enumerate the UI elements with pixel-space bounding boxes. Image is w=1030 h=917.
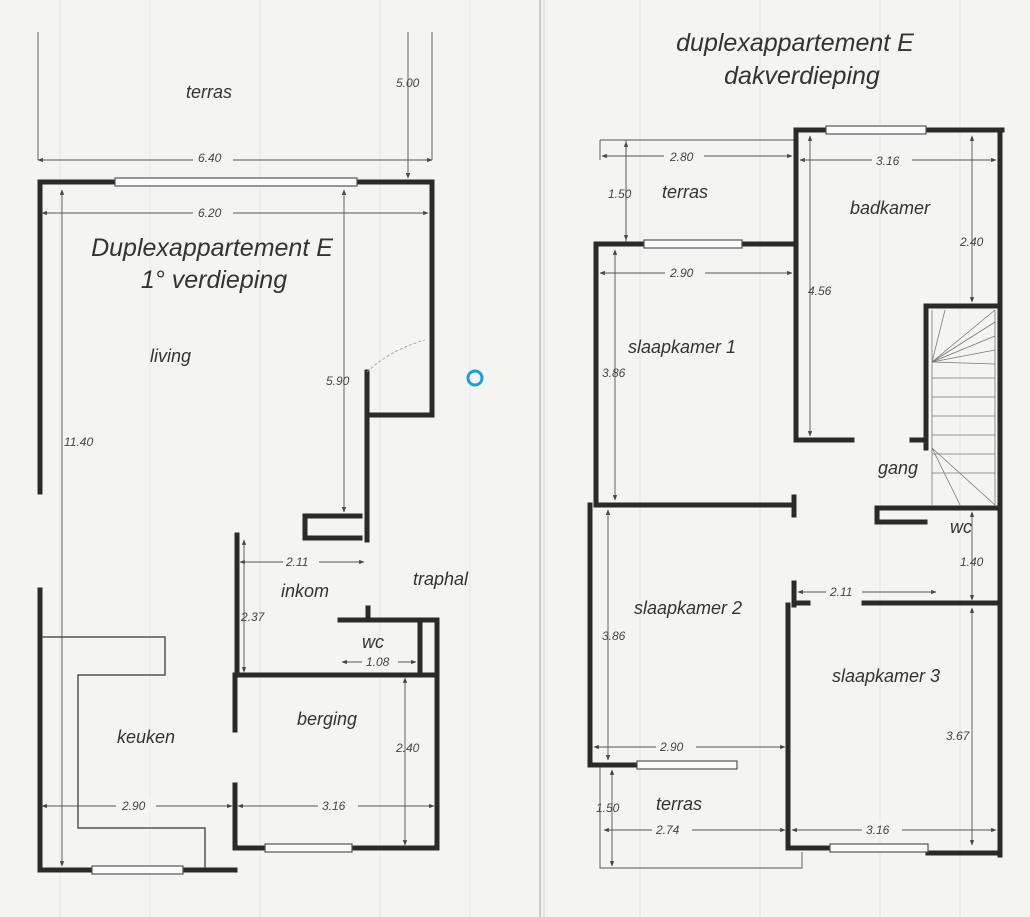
right-title-line1: duplexappartement E bbox=[676, 29, 914, 57]
dim-terras-top-depth: 1.50 bbox=[608, 187, 632, 201]
left-dimension-lines bbox=[37, 157, 435, 867]
dim-gang-width: 2.11 bbox=[829, 585, 852, 599]
dim-slaapkamer3-depth: 3.67 bbox=[946, 729, 971, 743]
kitchen-counter bbox=[42, 636, 206, 868]
room-living: living bbox=[150, 346, 191, 366]
room-berging: berging bbox=[297, 709, 357, 729]
room-slaapkamer2: slaapkamer 2 bbox=[634, 598, 742, 618]
window-badkamer bbox=[825, 125, 927, 135]
dim-keuken-width: 2.90 bbox=[121, 799, 146, 813]
room-gang: gang bbox=[878, 458, 918, 478]
room-terras-top: terras bbox=[662, 182, 708, 202]
left-walls bbox=[37, 179, 440, 873]
dim-wc-width: 1.08 bbox=[366, 655, 390, 669]
dim-terras-bottom-depth: 1.50 bbox=[596, 801, 620, 815]
window-berging bbox=[264, 843, 353, 853]
ring-marker-icon[interactable] bbox=[466, 369, 484, 387]
room-wc-right: wc bbox=[950, 517, 972, 537]
dim-inkom-width: 2.11 bbox=[285, 555, 308, 569]
room-badkamer: badkamer bbox=[850, 198, 931, 218]
dim-inkom-depth: 2.37 bbox=[240, 610, 266, 624]
right-walls bbox=[587, 127, 1005, 858]
room-wc: wc bbox=[362, 632, 384, 652]
dim-total-depth: 11.40 bbox=[64, 435, 93, 449]
window-keuken bbox=[91, 865, 184, 875]
right-title-line2: dakverdieping bbox=[724, 62, 880, 90]
window-slaapkamer1 bbox=[643, 239, 743, 249]
dim-berging-depth: 2.40 bbox=[395, 741, 420, 755]
staircase bbox=[931, 309, 996, 506]
paper-grain bbox=[59, 0, 961, 917]
left-floor-plan: terras Duplexappartement E 1° verdieping… bbox=[37, 32, 469, 875]
dim-stair-depth: 5.90 bbox=[326, 374, 350, 388]
room-keuken: keuken bbox=[117, 727, 175, 747]
dim-badkamer-full-depth: 4.56 bbox=[808, 284, 832, 298]
dim-living-width: 6.20 bbox=[198, 206, 222, 220]
window-living-top bbox=[114, 177, 358, 187]
dim-terras-depth: 5.00 bbox=[396, 76, 420, 90]
dim-slaapkamer3-width: 3.16 bbox=[866, 823, 890, 837]
room-slaapkamer3: slaapkamer 3 bbox=[832, 666, 940, 686]
dim-terras-top-width: 2.80 bbox=[669, 150, 694, 164]
room-traphal: traphal bbox=[413, 569, 469, 589]
window-slaapkamer2 bbox=[636, 760, 738, 770]
room-slaapkamer1: slaapkamer 1 bbox=[628, 337, 736, 357]
window-slaapkamer3 bbox=[829, 843, 929, 853]
dim-slaapkamer1-width: 2.90 bbox=[669, 266, 694, 280]
dim-slaapkamer1-depth: 3.86 bbox=[602, 366, 626, 380]
dim-wc-depth: 1.40 bbox=[960, 555, 984, 569]
left-title-line1: Duplexappartement E bbox=[91, 234, 333, 262]
room-terras: terras bbox=[186, 82, 232, 102]
dim-terras-bottom-width: 2.74 bbox=[655, 823, 680, 837]
room-terras-bottom: terras bbox=[656, 794, 702, 814]
right-floor-plan: duplexappartement E dakverdieping bbox=[587, 29, 1005, 869]
dim-slaapkamer2-depth: 3.86 bbox=[602, 629, 626, 643]
room-inkom: inkom bbox=[281, 581, 329, 601]
dim-badkamer-width: 3.16 bbox=[876, 154, 900, 168]
dim-total-width: 6.40 bbox=[198, 151, 222, 165]
dim-badkamer-depth: 2.40 bbox=[959, 235, 984, 249]
dim-slaapkamer2-width: 2.90 bbox=[659, 740, 684, 754]
left-title-line2: 1° verdieping bbox=[141, 266, 287, 294]
dim-berging-width: 3.16 bbox=[322, 799, 346, 813]
